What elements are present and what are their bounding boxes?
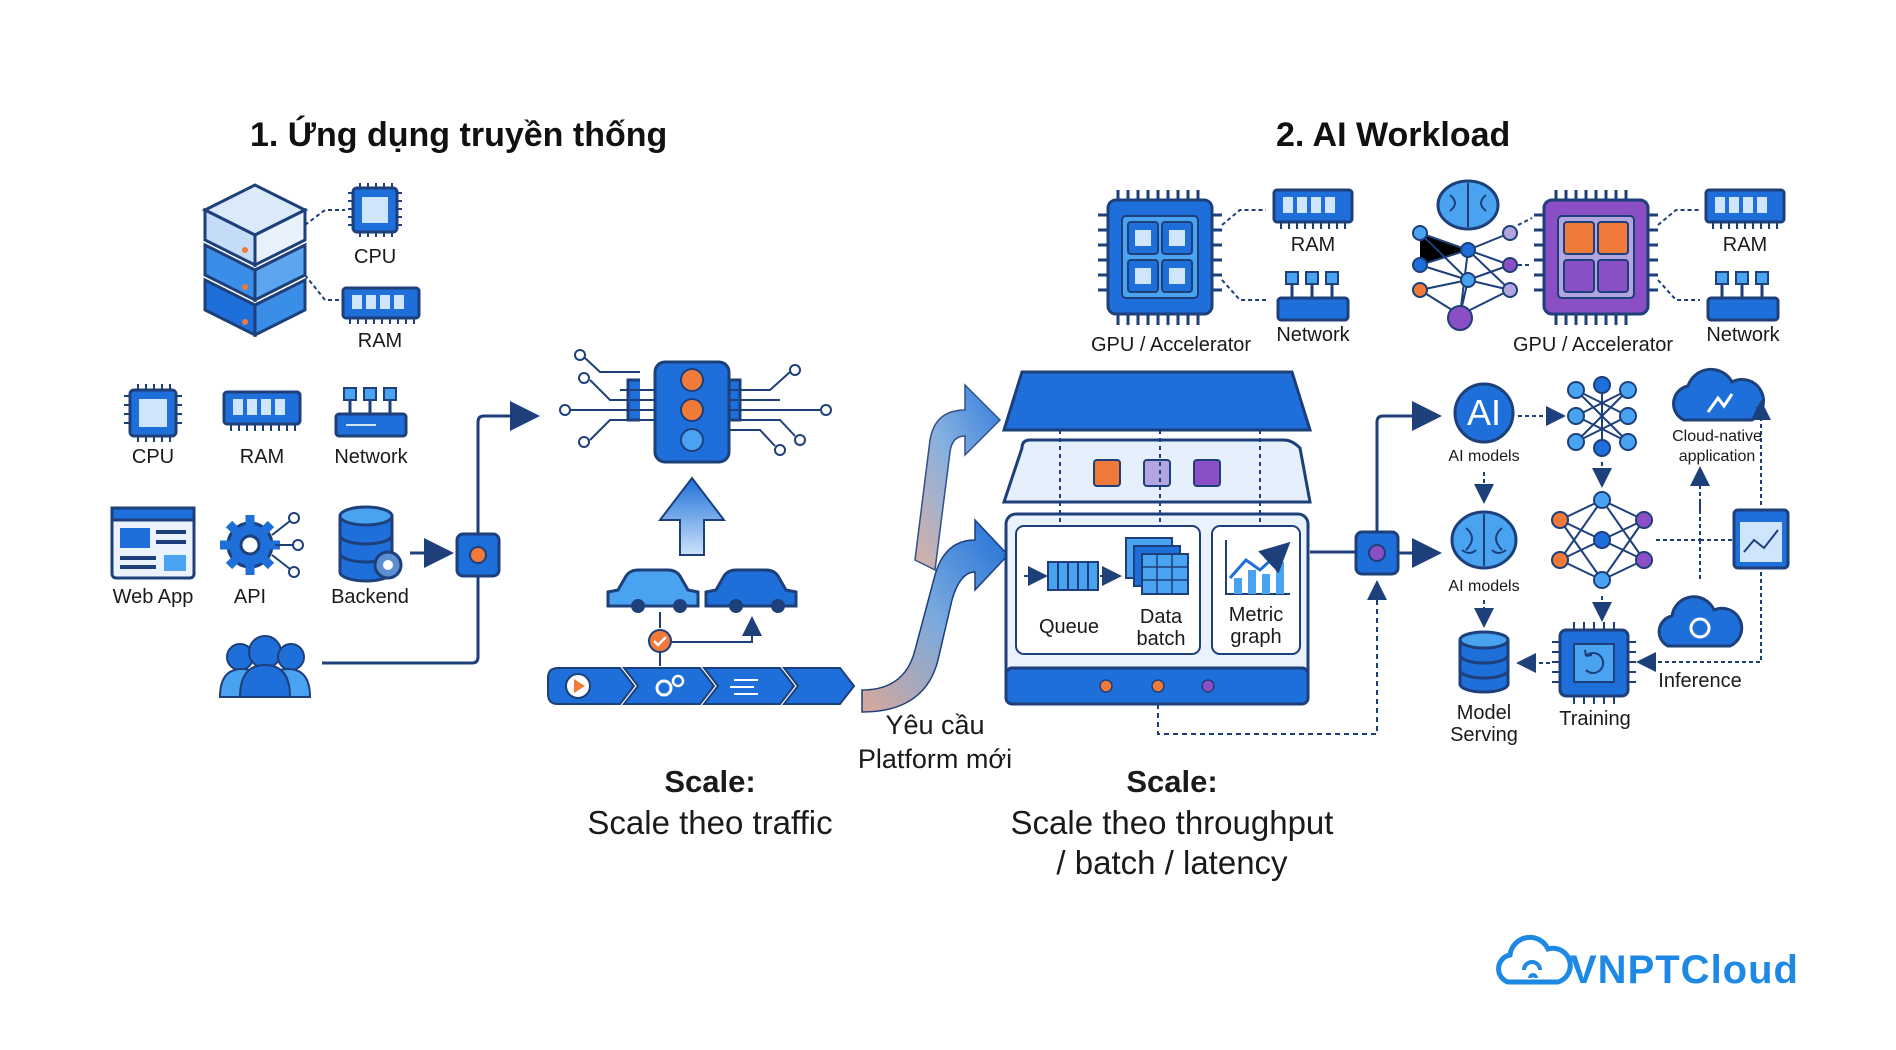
- server-cpu-label: CPU: [354, 246, 397, 268]
- traffic-light-icon: [559, 349, 832, 464]
- ai-models-label-2: AI models: [1448, 578, 1520, 595]
- cpu-label: CPU: [131, 446, 175, 468]
- scale-right-heading: Scale:: [1126, 764, 1218, 799]
- users-icon: [218, 635, 312, 698]
- training-chip-icon: [1552, 622, 1636, 704]
- hub-node-icon: [1354, 530, 1400, 576]
- brand-name: VNPTCloud: [1570, 948, 1799, 992]
- gpu-accelerator-label-2: GPU / Accelerator: [1512, 334, 1674, 356]
- gpu-accelerator-icon: [1098, 190, 1222, 325]
- vnpt-cloud-logo-icon: [1496, 934, 1573, 985]
- ram-icon: [1704, 188, 1786, 229]
- model-serving-label-1: Model: [1456, 702, 1512, 724]
- gpu-accelerator-icon: [1534, 190, 1658, 325]
- inference-label: Inference: [1658, 670, 1742, 692]
- inference-cloud-icon: [1657, 595, 1744, 648]
- metric-graph-label-1: Metric: [1228, 604, 1284, 626]
- dashboard-chart-icon: [1732, 508, 1790, 570]
- section-title-traditional: 1. Ứng dụng truyền thống: [250, 116, 668, 154]
- neural-network-icon: [1567, 376, 1637, 457]
- platform-icon: [1001, 370, 1313, 706]
- web-app-label: Web App: [112, 586, 194, 608]
- web-app-icon: [110, 506, 196, 580]
- cloud-native-label-2: application: [1678, 448, 1756, 465]
- ram-label: RAM: [239, 446, 285, 468]
- scale-right-text-2: / batch / latency: [1056, 844, 1288, 881]
- api-label: API: [233, 586, 267, 608]
- check-icon: [648, 629, 672, 653]
- model-serving-label-2: Serving: [1450, 724, 1518, 746]
- api-gear-icon: [220, 512, 304, 578]
- ram-label-2: RAM: [1722, 234, 1768, 256]
- network-switch-icon: [1276, 271, 1350, 322]
- network-switch-icon: [1706, 271, 1780, 322]
- pipeline-icon: [547, 667, 856, 705]
- data-batch-label-1: Data: [1139, 606, 1183, 628]
- training-label: Training: [1559, 708, 1631, 730]
- scale-right-text-1: Scale theo throughput: [1010, 804, 1334, 841]
- backend-label: Backend: [331, 586, 409, 608]
- network-label-1: Network: [1276, 324, 1350, 346]
- scale-left-heading: Scale:: [664, 764, 756, 799]
- hub-node-icon: [455, 532, 501, 578]
- network-label-2: Network: [1706, 324, 1780, 346]
- metric-graph-icon: [1225, 540, 1291, 595]
- ai-brain-icon: [1450, 510, 1518, 570]
- network-switch-icon: [334, 387, 408, 438]
- cpu-icon: [348, 183, 402, 237]
- ram-label-1: RAM: [1290, 234, 1336, 256]
- metric-graph-label-2: graph: [1230, 626, 1282, 648]
- queue-icon: [1024, 561, 1122, 591]
- data-batch-label-2: batch: [1136, 628, 1186, 650]
- ai-badge-text: AI: [1466, 392, 1501, 433]
- backend-database-icon: [338, 505, 403, 583]
- car-icon: [606, 568, 700, 613]
- neural-brain-icon: [1412, 179, 1518, 331]
- model-serving-database-icon: [1458, 630, 1510, 694]
- car-icon: [704, 568, 798, 613]
- data-batch-icon: [1125, 537, 1189, 595]
- transition-arrow-icon: [861, 383, 1010, 713]
- cpu-icon: [124, 384, 182, 442]
- scale-up-arrow-icon: [657, 476, 727, 556]
- cloud-native-icon: [1672, 367, 1765, 422]
- server-ram-label: RAM: [357, 330, 403, 352]
- cloud-native-label-1: Cloud-native: [1672, 428, 1762, 445]
- transition-label-2: Platform mới: [857, 744, 1013, 774]
- server-stack-icon: [201, 183, 309, 338]
- section-title-ai: 2. AI Workload: [1276, 116, 1511, 154]
- ram-icon: [341, 286, 421, 324]
- ram-icon: [1272, 188, 1354, 229]
- queue-label: Queue: [1038, 616, 1100, 638]
- ai-badge-icon: [1453, 382, 1515, 444]
- network-label: Network: [334, 446, 408, 468]
- scale-left-text: Scale theo traffic: [587, 804, 833, 841]
- ai-models-label-1: AI models: [1448, 448, 1520, 465]
- transition-label-1: Yêu cầu: [885, 710, 985, 740]
- gpu-accelerator-label-1: GPU / Accelerator: [1090, 334, 1252, 356]
- ram-icon: [222, 390, 302, 431]
- deep-neural-network-icon: [1551, 491, 1653, 589]
